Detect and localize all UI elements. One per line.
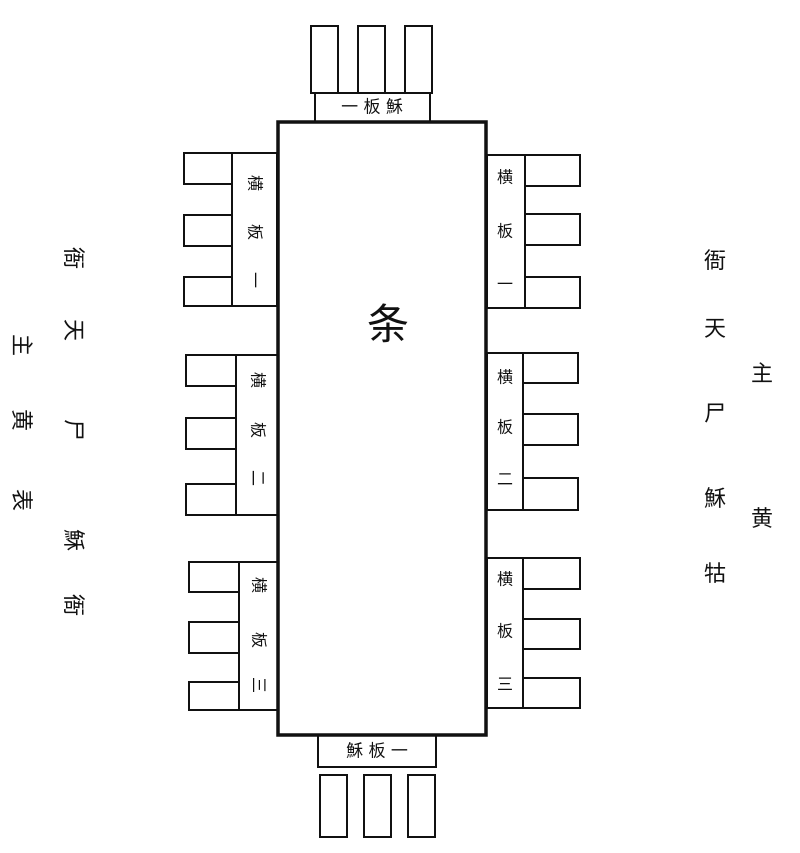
center-label: 条 xyxy=(367,300,409,349)
left-board-2-char: 二 xyxy=(249,470,268,486)
left-board-group-3 xyxy=(188,561,279,711)
right-board-1-char: 板 xyxy=(497,222,513,241)
left-board-1-char: 板 xyxy=(246,224,265,240)
right-board-2-char: 板 xyxy=(497,418,513,437)
left-caption-char: 尸 xyxy=(60,419,85,441)
left-board-3-char: 横 xyxy=(250,577,269,593)
top-board xyxy=(314,92,431,123)
right-caption-char: 尸 xyxy=(704,402,726,427)
right-board-group-3 xyxy=(486,557,581,709)
left-board-3-char: 板 xyxy=(250,632,269,648)
left-board-2-char: 板 xyxy=(249,422,268,438)
left-caption-char: 天 xyxy=(60,319,85,341)
right-board-1-char: 横 xyxy=(497,168,513,187)
top-board-label: 一 板 穌 xyxy=(341,98,403,118)
left-board-group-2 xyxy=(185,354,279,516)
right-board-3-char: 板 xyxy=(497,622,513,641)
bottom-board-label: 穌 板 一 xyxy=(346,742,408,762)
main-block xyxy=(276,120,488,737)
bottom-board xyxy=(317,734,437,768)
left-caption-char: 表 xyxy=(8,489,33,511)
left-board-2-char: 横 xyxy=(249,372,268,388)
left-caption-char: 黄 xyxy=(8,409,33,431)
right-board-2-char: 横 xyxy=(497,368,513,387)
right-board-2-char: 二 xyxy=(497,470,513,489)
left-board-1-char: 一 xyxy=(246,272,265,288)
right-board-1-char: 一 xyxy=(497,275,513,294)
left-board-1-char: 横 xyxy=(246,175,265,191)
right-caption-char: 牯 xyxy=(704,562,726,587)
left-caption-char: 衙 xyxy=(60,247,85,269)
right-caption-char: 衙 xyxy=(704,249,726,274)
right-caption-char: 黄 xyxy=(751,507,773,532)
left-board-3-char: 三 xyxy=(250,677,269,693)
right-caption-char: 天 xyxy=(704,317,726,342)
right-caption-char: 主 xyxy=(751,362,773,387)
left-caption-char: 衙 xyxy=(60,594,85,616)
right-board-3-char: 三 xyxy=(497,675,513,694)
right-caption-char: 穌 xyxy=(704,487,726,512)
right-board-3-char: 横 xyxy=(497,570,513,589)
left-board-group-1 xyxy=(183,152,278,307)
left-caption-char: 主 xyxy=(8,334,33,356)
right-board-group-2 xyxy=(486,352,579,511)
right-board-group-1 xyxy=(486,154,581,309)
bottom-slats xyxy=(319,774,436,838)
left-caption-char: 穌 xyxy=(60,529,85,551)
labels: 条一 板 穌穌 板 一横板一横板二横板三横板一横板二横板三衙天尸穌主黄表衙衙天尸… xyxy=(8,98,773,762)
top-slats xyxy=(310,25,433,94)
